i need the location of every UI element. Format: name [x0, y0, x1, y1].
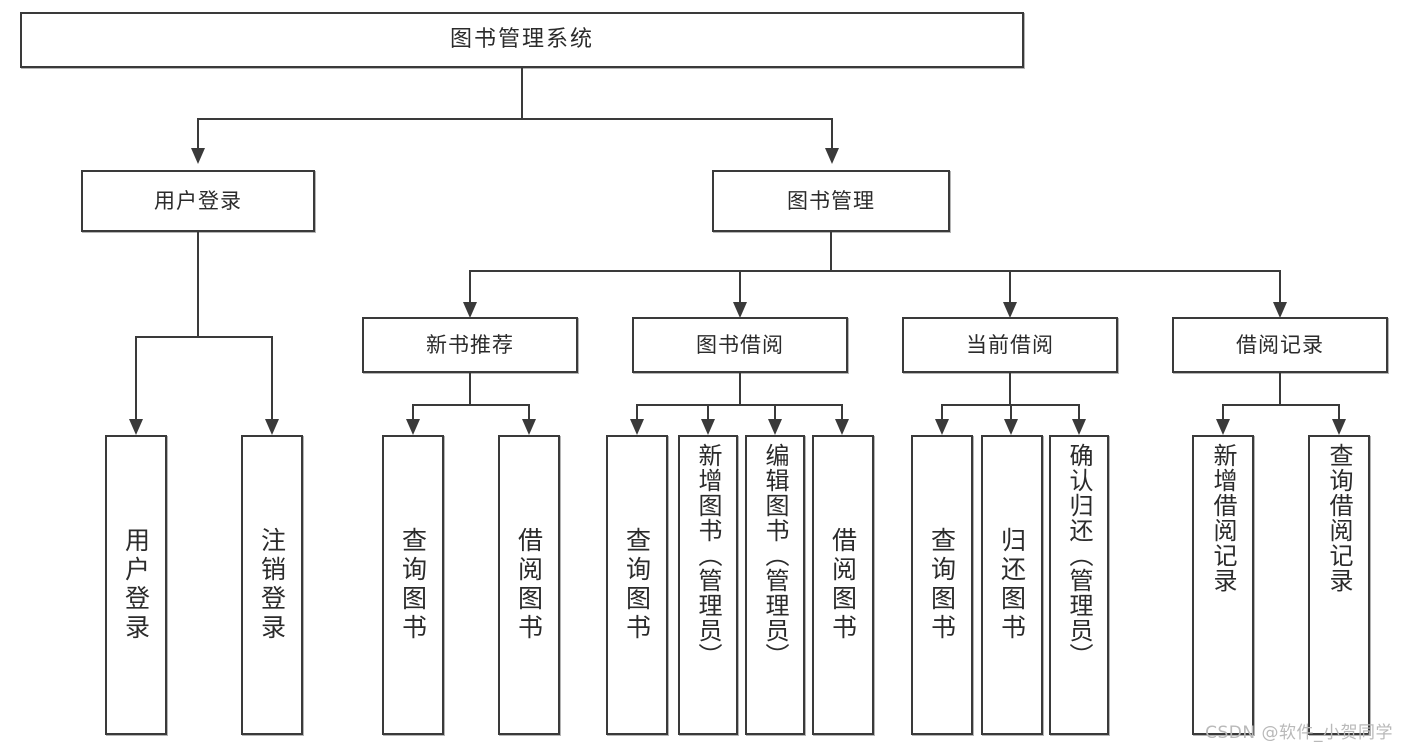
- node-label: 借阅图书: [514, 527, 544, 643]
- node-label: 注销登录: [257, 527, 287, 643]
- connector-book-borrow-child-1: [636, 404, 638, 419]
- connector-borrow-record-stem: [1279, 373, 1281, 404]
- node-label: 新增图书（管理员）: [694, 443, 722, 668]
- arrowhead-book-borrow-child-3: [768, 419, 782, 435]
- node-label: 确认归还（管理员）: [1065, 443, 1093, 668]
- connector-root-to-user-login: [197, 118, 199, 148]
- connector-borrow-record-child-1: [1222, 404, 1224, 419]
- node-label: 图书借阅: [696, 332, 784, 357]
- connector-book-borrow-child-4: [841, 404, 843, 419]
- connector-root-to-book-manage: [831, 118, 833, 148]
- node-label: 当前借阅: [966, 332, 1054, 357]
- node-book-borrow[interactable]: 图书借阅: [632, 317, 848, 373]
- leaf-query-book-2[interactable]: 查询图书: [606, 435, 668, 735]
- arrowhead-book-manage-child-3: [1003, 302, 1017, 318]
- leaf-user-logout[interactable]: 注销登录: [241, 435, 303, 735]
- node-label: 新增借阅记录: [1209, 443, 1237, 593]
- leaf-query-book-3[interactable]: 查询图书: [911, 435, 973, 735]
- leaf-add-record[interactable]: 新增借阅记录: [1192, 435, 1254, 735]
- connector-borrow-record-child-2: [1338, 404, 1340, 419]
- node-current-borrow[interactable]: 当前借阅: [902, 317, 1118, 373]
- node-label: 用户登录: [154, 188, 242, 213]
- leaf-add-book[interactable]: 新增图书（管理员）: [678, 435, 738, 735]
- leaf-edit-book[interactable]: 编辑图书（管理员）: [745, 435, 805, 735]
- arrowhead-book-borrow-child-4: [835, 419, 849, 435]
- arrowhead-new-book-recommend-child-2: [522, 419, 536, 435]
- node-label: 归还图书: [997, 527, 1027, 643]
- node-root-system[interactable]: 图书管理系统: [20, 12, 1024, 68]
- node-label: 用户登录: [121, 527, 151, 643]
- leaf-confirm-return[interactable]: 确认归还（管理员）: [1049, 435, 1109, 735]
- node-label: 图书管理系统: [449, 27, 594, 53]
- arrowhead-root-to-book-manage: [825, 148, 839, 164]
- node-new-book-recommend[interactable]: 新书推荐: [362, 317, 578, 373]
- connector-current-borrow-stem: [1009, 373, 1011, 404]
- arrowhead-current-borrow-child-2: [1004, 419, 1018, 435]
- connector-new-book-recommend-child-2: [528, 404, 530, 419]
- node-book-manage[interactable]: 图书管理: [712, 170, 950, 232]
- arrowhead-user-login-child-1: [129, 419, 143, 435]
- connector-book-borrow-child-2: [707, 404, 709, 419]
- arrowhead-book-manage-child-4: [1273, 302, 1287, 318]
- connector-new-book-recommend-child-1: [412, 404, 414, 419]
- arrowhead-book-borrow-child-2: [701, 419, 715, 435]
- connector-book-borrow-stem: [739, 373, 741, 404]
- connector-user-login-bar: [135, 336, 273, 338]
- node-user-login[interactable]: 用户登录: [81, 170, 315, 232]
- connector-root-stem: [521, 68, 523, 118]
- arrowhead-book-borrow-child-1: [630, 419, 644, 435]
- node-label: 借阅记录: [1236, 332, 1324, 357]
- watermark-text: CSDN @软件_小贺同学: [1205, 723, 1393, 743]
- connector-current-borrow-child-3: [1078, 404, 1080, 419]
- arrowhead-user-login-child-2: [265, 419, 279, 435]
- arrowhead-borrow-record-child-2: [1332, 419, 1346, 435]
- connector-book-manage-child-4: [1279, 270, 1281, 302]
- connector-current-borrow-child-2: [1010, 404, 1012, 419]
- arrowhead-new-book-recommend-child-1: [406, 419, 420, 435]
- node-label: 查询图书: [927, 527, 957, 643]
- leaf-user-login[interactable]: 用户登录: [105, 435, 167, 735]
- connector-book-borrow-child-3: [774, 404, 776, 419]
- arrowhead-current-borrow-child-3: [1072, 419, 1086, 435]
- node-label: 查询图书: [398, 527, 428, 643]
- connector-new-book-recommend-bar: [412, 404, 530, 406]
- node-label: 编辑图书（管理员）: [761, 443, 789, 668]
- node-borrow-record[interactable]: 借阅记录: [1172, 317, 1388, 373]
- node-label: 新书推荐: [426, 332, 514, 357]
- connector-book-manage-child-1: [469, 270, 471, 302]
- node-label: 查询图书: [622, 527, 652, 643]
- connector-book-borrow-bar: [636, 404, 843, 406]
- connector-current-borrow-child-1: [941, 404, 943, 419]
- node-label: 图书管理: [787, 188, 875, 213]
- arrowhead-book-manage-child-2: [733, 302, 747, 318]
- arrowhead-current-borrow-child-1: [935, 419, 949, 435]
- connector-borrow-record-bar: [1222, 404, 1340, 406]
- arrowhead-root-to-user-login: [191, 148, 205, 164]
- connector-book-manage-bar: [469, 270, 1279, 272]
- leaf-query-record[interactable]: 查询借阅记录: [1308, 435, 1370, 735]
- connector-user-login-child-2: [271, 336, 273, 419]
- arrowhead-borrow-record-child-1: [1216, 419, 1230, 435]
- leaf-query-book-1[interactable]: 查询图书: [382, 435, 444, 735]
- connector-new-book-recommend-stem: [469, 373, 471, 404]
- connector-book-manage-stem: [830, 232, 832, 270]
- leaf-borrow-book-1[interactable]: 借阅图书: [498, 435, 560, 735]
- connector-root-bar: [197, 118, 833, 120]
- connector-user-login-child-1: [135, 336, 137, 419]
- connector-user-login-stem: [197, 232, 199, 336]
- node-label: 借阅图书: [828, 527, 858, 643]
- leaf-return-book[interactable]: 归还图书: [981, 435, 1043, 735]
- connector-book-manage-child-2: [739, 270, 741, 302]
- arrowhead-book-manage-child-1: [463, 302, 477, 318]
- leaf-borrow-book-2[interactable]: 借阅图书: [812, 435, 874, 735]
- node-label: 查询借阅记录: [1325, 443, 1353, 593]
- connector-book-manage-child-3: [1009, 270, 1011, 302]
